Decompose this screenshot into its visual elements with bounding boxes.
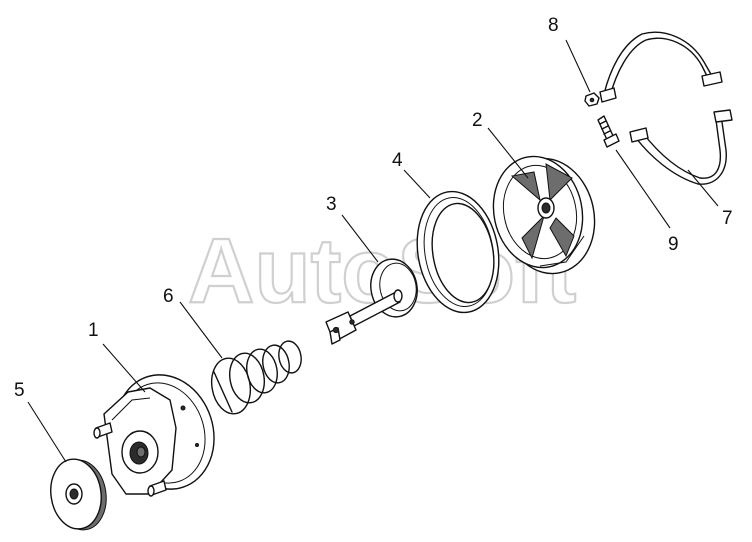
part-3-pushrod-diaphragm	[325, 258, 418, 345]
part-7-clamp	[599, 31, 733, 185]
leader-3	[341, 214, 379, 263]
callout-1: 1	[88, 320, 99, 341]
part-9-bolt	[597, 115, 620, 148]
callout-4: 4	[392, 150, 403, 171]
callout-5: 5	[14, 380, 25, 401]
callout-2: 2	[472, 110, 483, 131]
part-2-rear-housing	[492, 155, 596, 275]
callout-8: 8	[548, 15, 559, 36]
leader-9	[615, 149, 671, 229]
leader-5	[27, 401, 67, 463]
part-5-washer	[50, 458, 107, 531]
part-4-ring	[416, 190, 500, 314]
leader-2	[487, 127, 529, 179]
leader-lines	[27, 39, 719, 463]
leader-8	[565, 39, 591, 93]
callout-3: 3	[326, 194, 337, 215]
leader-1	[102, 343, 146, 393]
leader-7	[687, 169, 719, 207]
part-6-spring	[210, 340, 302, 415]
leader-4	[403, 169, 431, 199]
part-1-front-cover	[93, 374, 215, 497]
leader-6	[179, 301, 223, 359]
callout-7: 7	[722, 208, 733, 229]
callouts: 1 2 3 4 5 6 7 8 9	[14, 15, 733, 401]
part-8-nut	[584, 92, 600, 107]
callout-6: 6	[163, 286, 174, 307]
callout-9: 9	[668, 234, 679, 255]
